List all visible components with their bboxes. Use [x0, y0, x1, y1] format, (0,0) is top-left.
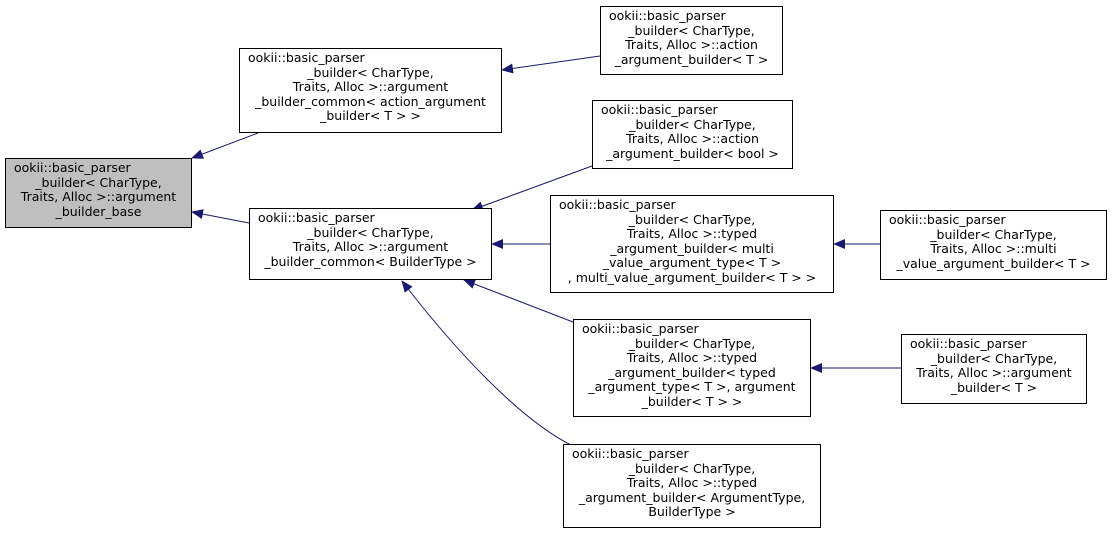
edge-common-builder-to-base [191, 209, 250, 224]
node-line: _builder< CharType, [628, 211, 756, 227]
node-line: _builder< T > [950, 379, 1038, 395]
node-line: _builder_common< action_argument [255, 93, 486, 109]
node-line: ookii::basic_parser [248, 50, 365, 65]
node-line: Traits, Alloc >::typed [626, 350, 758, 365]
node-line: _builder< CharType, [628, 22, 755, 38]
node-line: _builder< CharType, [307, 64, 434, 80]
node-line: ookii::basic_parser [582, 321, 699, 336]
node-line: Traits, Alloc >::action [625, 37, 758, 52]
node-argument-builder-common-buildertype[interactable]: ookii::basic_parser_builder< CharType,Tr… [249, 208, 492, 280]
node-line: _argument_builder< bool > [606, 145, 779, 161]
node-action-argument-builder-t[interactable]: ookii::basic_parser_builder< CharType,Tr… [600, 6, 783, 75]
node-line: Traits, Alloc >::typed [626, 226, 758, 241]
node-line: _builder_base [55, 203, 142, 219]
node-typed-argument-builder-typed[interactable]: ookii::basic_parser_builder< CharType,Tr… [573, 319, 811, 417]
node-line: _value_argument_builder< T > [896, 255, 1091, 271]
node-line: _builder< CharType, [628, 460, 756, 476]
node-line: BuilderType > [648, 504, 736, 519]
edge-action-t-to-common-action [501, 55, 601, 74]
edge-typed-typed-to-common-builder [463, 279, 574, 323]
node-line: _builder< CharType, [307, 224, 434, 240]
node-line: ookii::basic_parser [14, 160, 131, 175]
node-action-argument-builder-bool[interactable]: ookii::basic_parser_builder< CharType,Tr… [592, 100, 793, 169]
node-line: ookii::basic_parser [910, 336, 1027, 351]
node-line: _value_argument_type< T > [602, 255, 782, 270]
node-line: _argument_builder< T > [614, 51, 769, 67]
node-line: _argument_type< T >, argument [588, 379, 796, 394]
node-line: ookii::basic_parser [559, 197, 676, 212]
node-line: _builder< CharType, [930, 350, 1058, 366]
node-multi-value-argument-builder[interactable]: ookii::basic_parser_builder< CharType,Tr… [880, 210, 1107, 280]
node-line: _builder< T > > [320, 108, 421, 123]
node-line: _argument_builder< typed [608, 364, 776, 380]
node-typed-argument-builder-generic[interactable]: ookii::basic_parser_builder< CharType,Tr… [563, 444, 821, 528]
node-line: Traits, Alloc >::action [626, 131, 759, 146]
node-line: ookii::basic_parser [258, 210, 375, 225]
edge-typed-generic-to-common-builder [401, 280, 574, 447]
node-line: ookii::basic_parser [889, 212, 1006, 227]
node-line: Traits, Alloc >::argument [292, 79, 449, 94]
node-line: Traits, Alloc >::argument [20, 189, 177, 204]
node-argument-builder-base: ookii::basic_parser_builder< CharType,Tr… [5, 158, 192, 228]
edge-action-bool-to-common-builder [471, 165, 593, 211]
node-line: Traits, Alloc >::typed [626, 475, 758, 490]
node-line: ookii::basic_parser [601, 102, 718, 117]
node-argument-builder-common-action[interactable]: ookii::basic_parser_builder< CharType,Tr… [239, 48, 502, 133]
node-line: _builder< CharType, [629, 116, 756, 132]
node-line: Traits, Alloc >::multi [930, 241, 1057, 256]
node-line: ookii::basic_parser [572, 446, 689, 461]
node-line: _builder< CharType, [35, 174, 162, 190]
node-line: _argument_builder< multi [610, 240, 774, 256]
node-argument-builder-t[interactable]: ookii::basic_parser_builder< CharType,Tr… [901, 334, 1087, 404]
node-line: Traits, Alloc >::argument [916, 365, 1072, 380]
node-line: _builder< CharType, [930, 226, 1057, 242]
node-line: _argument_builder< ArgumentType, [578, 489, 806, 505]
edge-common-action-to-base [191, 132, 259, 159]
node-line: _builder< CharType, [628, 335, 756, 351]
node-typed-argument-builder-multi[interactable]: ookii::basic_parser_builder< CharType,Tr… [550, 195, 834, 293]
node-line: ookii::basic_parser [609, 8, 726, 23]
node-line: _builder_common< BuilderType > [264, 253, 477, 269]
node-line: , multi_value_argument_builder< T > > [567, 269, 817, 285]
node-line: _builder< T > > [641, 393, 743, 409]
node-line: Traits, Alloc >::argument [292, 239, 449, 254]
